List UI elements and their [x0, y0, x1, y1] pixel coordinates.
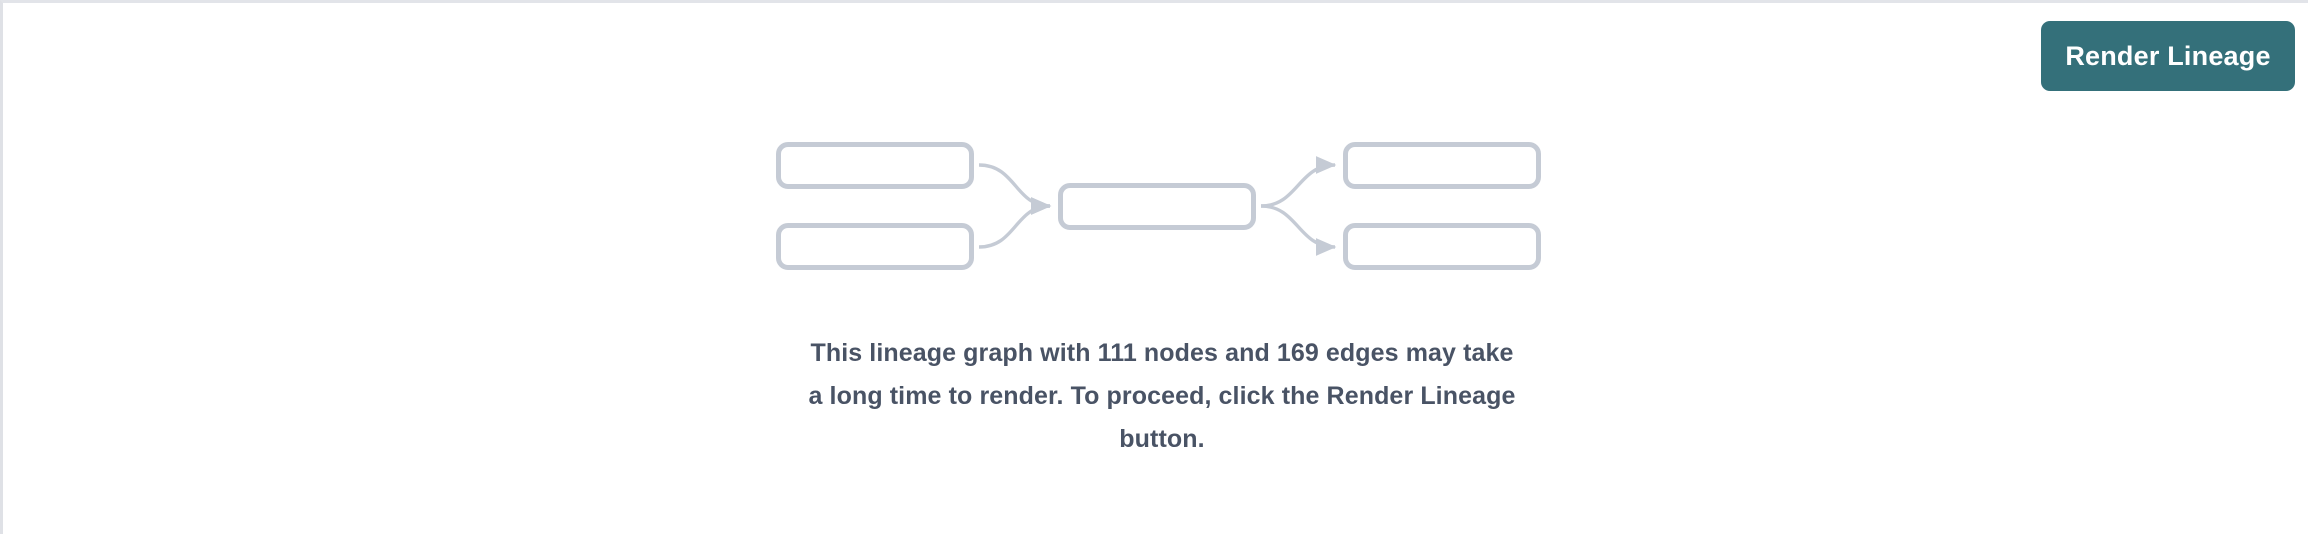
lineage-node-source-2	[776, 223, 974, 270]
lineage-node-target-1	[1343, 142, 1541, 189]
lineage-warning-line-2: a long time to render. To proceed, click…	[808, 382, 1516, 410]
edge-source1-to-center	[978, 163, 1052, 215]
edge-center-to-target1	[1260, 156, 1337, 208]
edge-center-to-target2	[1260, 204, 1337, 256]
edge-source2-to-center	[978, 197, 1052, 249]
lineage-warning-line-3: button.	[1119, 425, 1205, 453]
lineage-node-target-2	[1343, 223, 1541, 270]
lineage-node-center	[1058, 183, 1256, 230]
lineage-warning-line-1: This lineage graph with 111 nodes and 16…	[810, 339, 1514, 367]
lineage-node-source-1	[776, 142, 974, 189]
render-lineage-button[interactable]: Render Lineage	[2041, 21, 2295, 91]
lineage-warning-message: This lineage graph with 111 nodes and 16…	[757, 332, 1567, 461]
